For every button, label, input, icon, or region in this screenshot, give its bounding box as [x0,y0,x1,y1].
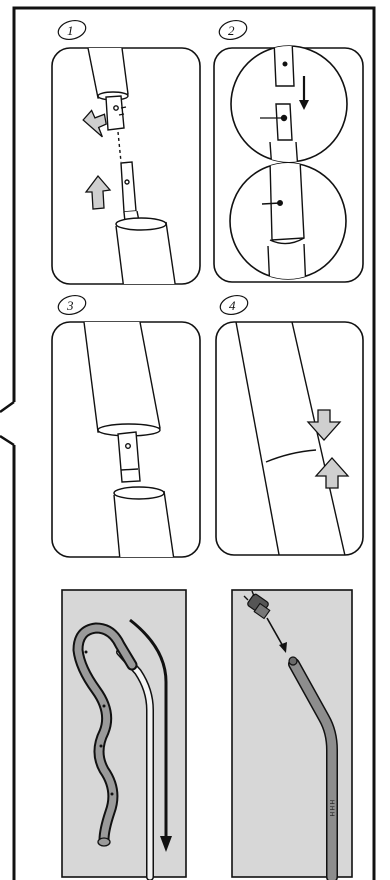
step-3-number: 3 [56,293,88,318]
step-4-number: 4 [218,293,250,318]
plug-insert-panel: H H H [232,590,352,877]
shaft-label: H H H [328,800,334,816]
step-2-panel: 2 [214,18,363,290]
step-3-panel: 3 [52,293,200,560]
step-4-panel: 4 [216,293,363,560]
svg-text:1: 1 [67,23,74,38]
step-1-panel: 1 [52,18,200,290]
svg-text:4: 4 [229,298,236,313]
hose-wrap-panel [62,590,186,877]
svg-text:3: 3 [66,298,74,313]
step-2-number: 2 [217,18,249,43]
step-1-number: 1 [56,18,88,43]
svg-text:2: 2 [228,23,235,38]
